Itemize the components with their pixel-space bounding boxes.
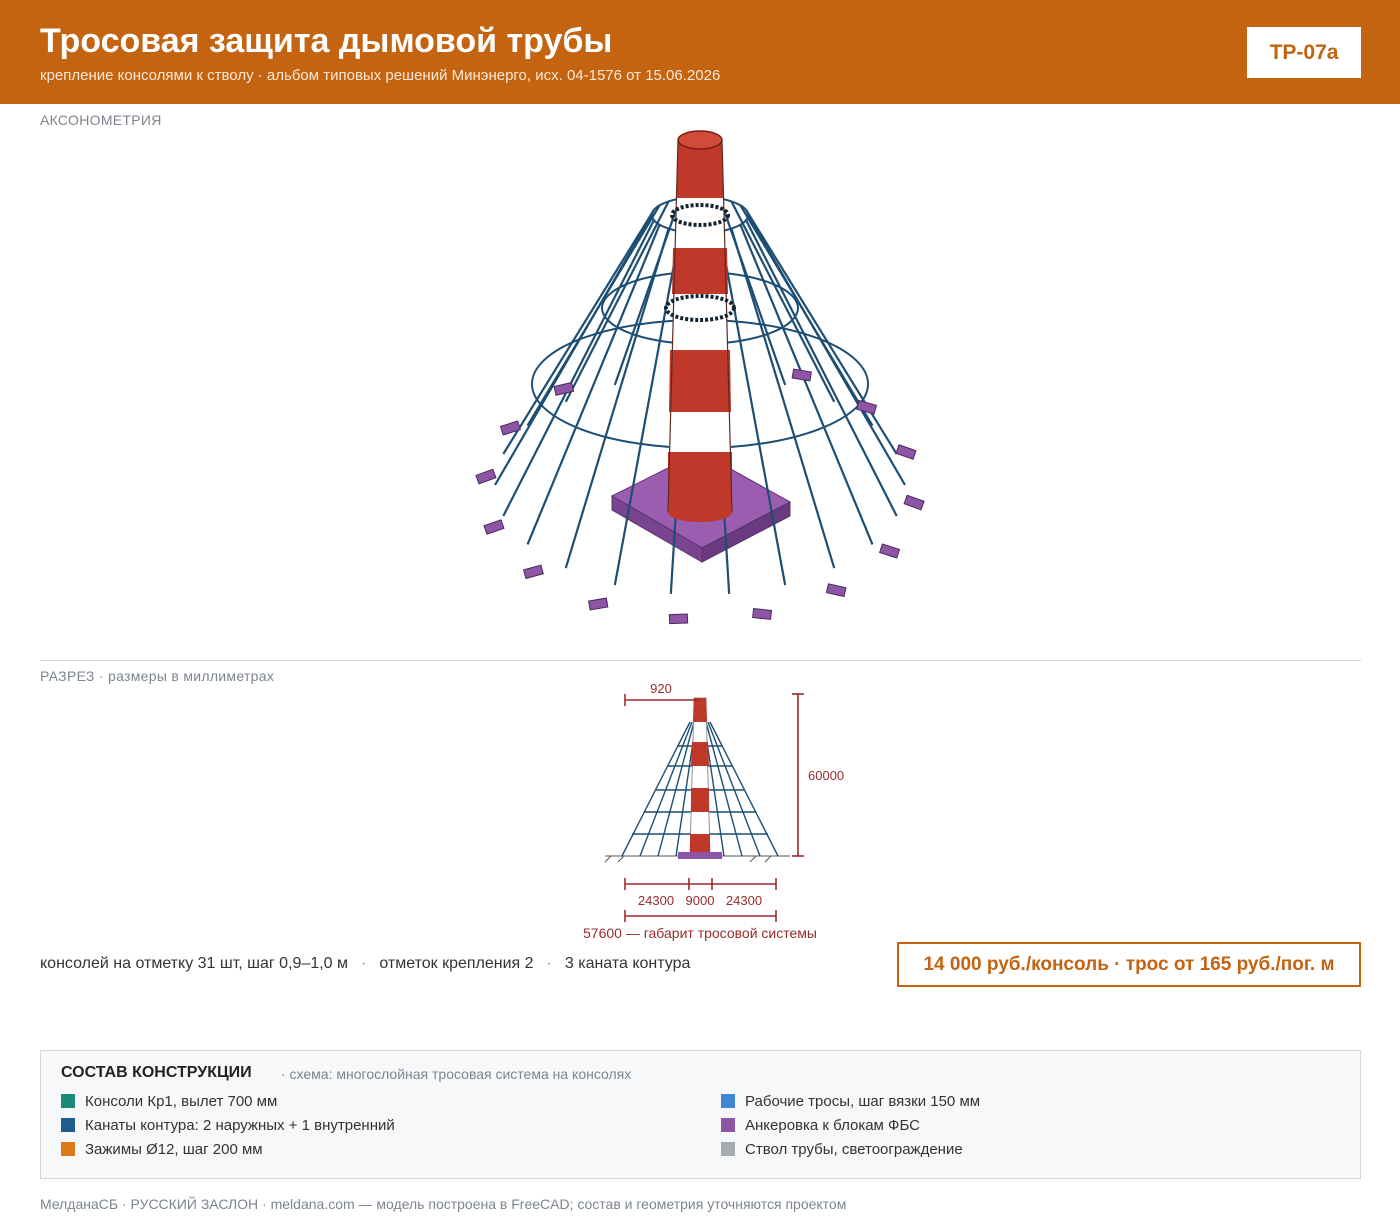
anchor-block	[856, 399, 878, 415]
anchor-blocks	[475, 368, 925, 625]
section-label: РАЗРЕЗ · размеры в миллиметрах	[40, 668, 275, 684]
legend-subtitle: · схема: многослойная тросовая система н…	[281, 1066, 632, 1082]
cable-line	[526, 204, 661, 427]
legend-swatch	[61, 1118, 75, 1132]
dim-right-span: 24300	[726, 893, 762, 908]
legend-item-contour-cables: Канаты контура: 2 наружных + 1 внутренни…	[61, 1117, 395, 1134]
dim-left-span: 24300	[638, 893, 674, 908]
stat-consoles: консолей на отметку 31 шт, шаг 0,9–1,0 м	[40, 955, 348, 972]
legend-swatch	[61, 1094, 75, 1108]
stat-cables: 3 каната контура	[564, 955, 691, 972]
legend-swatch	[721, 1118, 735, 1132]
legend-title: СОСТАВ КОНСТРУКЦИИ	[61, 1064, 252, 1081]
legend-item-work-cables: Рабочие тросы, шаг вязки 150 мм	[721, 1093, 980, 1110]
cable-line	[745, 219, 898, 517]
cable-line	[526, 224, 661, 545]
anchor-block	[499, 420, 521, 436]
dimension-lines	[624, 693, 804, 922]
legend-item-clamps: Зажимы Ø12, шаг 200 мм	[61, 1141, 263, 1158]
cable-line	[739, 204, 874, 427]
clamp-rings	[664, 203, 736, 322]
axonometry-label: АКСОНОМЕТРИЯ	[40, 112, 162, 128]
cable-line	[745, 209, 898, 455]
cable-line	[739, 224, 874, 545]
anchor-block	[895, 444, 917, 460]
chimney-pipe	[667, 130, 733, 522]
section-drawing: 920 60000 24300 9000 24300 57600 — габар…	[583, 681, 844, 941]
dim-top-width: 920	[650, 681, 672, 696]
cable-line	[730, 228, 836, 569]
page-title: Тросовая защита дымовой трубы	[40, 22, 613, 60]
composition-legend: СОСТАВ КОНСТРУКЦИИ · схема: многослойная…	[40, 1050, 1361, 1179]
dim-overall: 57600 — габарит тросовой системы	[583, 925, 817, 941]
legend-label: Анкеровка к блокам ФБС	[745, 1117, 920, 1134]
cable-line	[502, 219, 655, 517]
cable-line	[564, 228, 670, 569]
cable-line	[730, 200, 836, 403]
anchor-block	[825, 583, 847, 598]
axonometry-view	[475, 130, 925, 625]
legend-swatch	[721, 1142, 735, 1156]
anchor-block	[483, 519, 505, 535]
anchor-block	[588, 597, 609, 611]
stat-levels: отметок крепления 2	[379, 955, 534, 972]
anchor-block	[903, 494, 925, 511]
legend-swatch	[61, 1142, 75, 1156]
price-box: 14 000 руб./консоль · трос от 165 руб./п…	[897, 942, 1361, 987]
footer-text: МелданаСБ · РУССКИЙ ЗАСЛОН · meldana.com…	[40, 1196, 847, 1212]
anchor-block	[668, 613, 689, 625]
header-bar: Тросовая защита дымовой трубы крепление …	[0, 0, 1400, 104]
cable-line	[613, 231, 682, 586]
legend-label: Зажимы Ø12, шаг 200 мм	[85, 1141, 263, 1158]
legend-swatch	[721, 1094, 735, 1108]
cable-line	[502, 209, 655, 455]
anchor-block	[879, 543, 901, 559]
section-divider	[40, 660, 1361, 661]
cable-line	[718, 231, 787, 586]
anchor-block	[553, 381, 575, 396]
cable-line	[564, 200, 670, 403]
anchor-block	[522, 564, 544, 580]
legend-item-pipe: Ствол трубы, светоограждение	[721, 1141, 963, 1158]
legend-label: Консоли Кр1, вылет 700 мм	[85, 1093, 278, 1110]
legend-label: Канаты контура: 2 наружных + 1 внутренни…	[85, 1117, 395, 1134]
section-cable-net	[621, 721, 779, 857]
anchor-block	[791, 368, 812, 382]
document-code-badge: ТР-07а	[1247, 27, 1361, 78]
legend-label: Ствол трубы, светоограждение	[745, 1141, 963, 1158]
dim-center-span: 9000	[686, 893, 715, 908]
legend-item-consoles: Консоли Кр1, вылет 700 мм	[61, 1093, 277, 1110]
page-subtitle: крепление консолями к стволу · альбом ти…	[40, 67, 721, 84]
legend-item-anchoring: Анкеровка к блокам ФБС	[721, 1117, 920, 1134]
legend-label: Рабочие тросы, шаг вязки 150 мм	[745, 1093, 981, 1110]
section-chimney	[678, 697, 722, 859]
dim-height: 60000	[808, 768, 844, 783]
stats-line: консолей на отметку 31 шт, шаг 0,9–1,0 м…	[40, 955, 691, 972]
anchor-block	[475, 468, 497, 485]
anchor-block	[752, 608, 773, 620]
